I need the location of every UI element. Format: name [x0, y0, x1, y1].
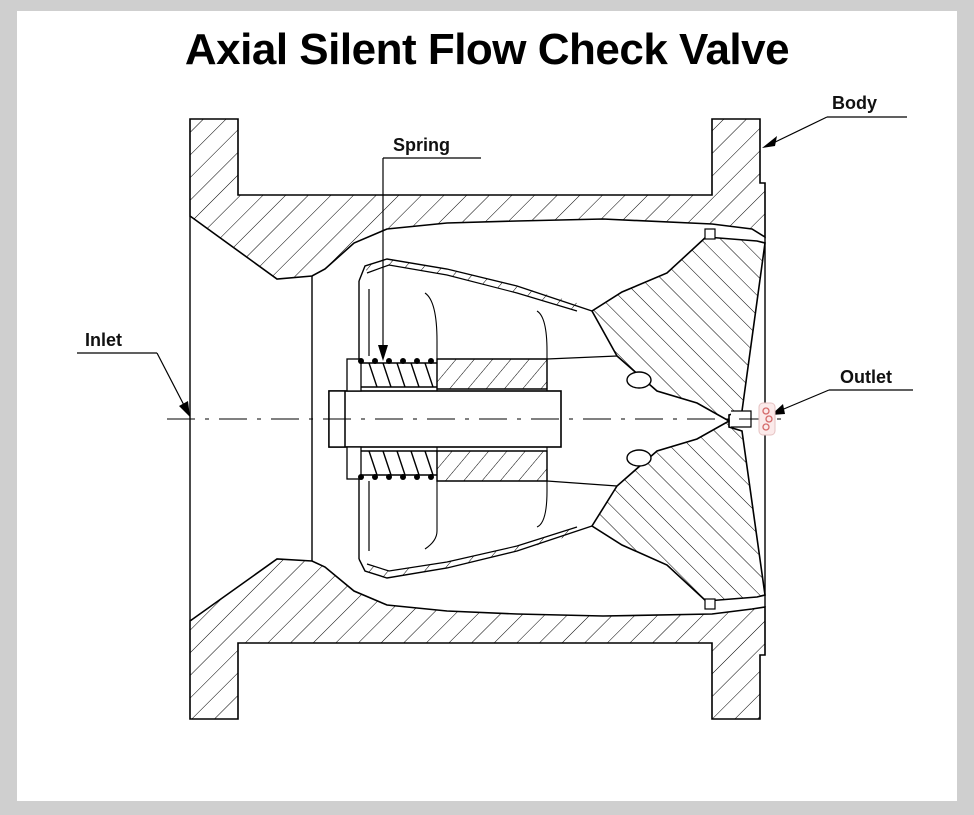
leader-outlet	[778, 389, 913, 412]
leader-spring	[382, 157, 481, 351]
body-upper	[189, 118, 766, 280]
leader-body	[768, 116, 907, 146]
label-inlet: Inlet	[85, 330, 123, 350]
body-lower	[189, 558, 766, 720]
shaft	[328, 390, 562, 448]
spring-coils-upper	[361, 362, 437, 388]
label-spring: Spring	[393, 135, 450, 155]
cone-upper	[590, 236, 766, 423]
valve-cross-section	[77, 116, 913, 720]
label-outlet: Outlet	[840, 367, 892, 387]
diagram-title: Axial Silent Flow Check Valve	[184, 25, 790, 74]
leader-inlet	[77, 352, 188, 412]
outlet-badge-icon	[758, 402, 776, 436]
cone-lower	[590, 419, 766, 602]
label-body: Body	[832, 93, 877, 113]
drawing-frame: Axial Silent Flow Check Valve Body Sprin…	[17, 11, 957, 801]
spring-coils-lower	[361, 450, 437, 476]
